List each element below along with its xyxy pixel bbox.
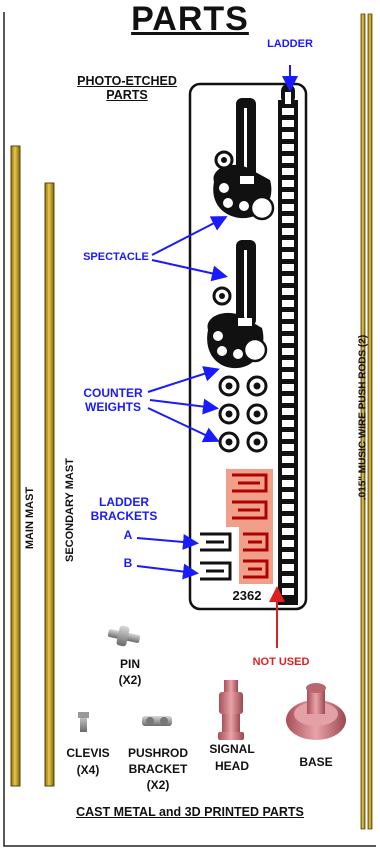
clevis-part <box>78 712 89 732</box>
ladder-brackets-label: LADDER BRACKETS <box>90 495 158 523</box>
spectacle-label: SPECTACLE <box>83 251 149 263</box>
ladder-rung <box>282 420 294 427</box>
counter-weights-label: COUNTER WEIGHTS <box>83 386 143 414</box>
secondary-mast-label: SECONDARY MAST <box>64 458 76 562</box>
ladder-rung <box>282 360 294 367</box>
ladder-rung <box>282 492 294 499</box>
ladder-rung <box>282 372 294 379</box>
signal-head-label-1: SIGNAL <box>209 742 255 756</box>
main-mast-rod <box>10 145 21 787</box>
push-rod-1 <box>360 13 366 830</box>
ladder-rung <box>282 192 294 199</box>
ladder-rung <box>282 480 294 487</box>
ladder-rung <box>282 108 294 115</box>
clevis-qty: (X4) <box>76 763 100 777</box>
page-frame <box>3 12 376 847</box>
ladder-rung <box>282 468 294 475</box>
ladder-rung <box>282 384 294 391</box>
ladder-rung <box>282 444 294 451</box>
ladder-rung <box>282 204 294 211</box>
unused-brackets <box>232 473 269 579</box>
ladder-rung <box>282 528 294 535</box>
clevis-label: CLEVIS <box>66 746 110 760</box>
ladder-rung <box>282 504 294 511</box>
ladder-rung <box>282 168 294 175</box>
ladder-rung <box>282 132 294 139</box>
signal-head-part <box>218 680 244 740</box>
ladder-rung <box>282 588 294 595</box>
bracket-b <box>200 561 232 581</box>
used-brackets <box>200 532 232 581</box>
ladder-rung <box>282 252 294 259</box>
pin-part <box>107 625 141 647</box>
ladder-rung <box>282 264 294 271</box>
ladder-rung <box>282 516 294 523</box>
ladder-rung <box>282 300 294 307</box>
ladder-rung <box>282 576 294 583</box>
ladder-rung <box>282 240 294 247</box>
bracket-a <box>200 532 232 552</box>
not-used-label: NOT USED <box>252 656 310 668</box>
ladder-rung <box>282 564 294 571</box>
ladder-rung <box>282 432 294 439</box>
ladder-rung <box>282 156 294 163</box>
secondary-mast-rod <box>44 182 55 787</box>
pin-label: PIN <box>119 657 140 671</box>
ladder-rung <box>282 552 294 559</box>
signal-head-label-2: HEAD <box>214 759 249 773</box>
ladder-rung <box>282 216 294 223</box>
base-label: BASE <box>299 755 333 769</box>
ladder-rung <box>282 348 294 355</box>
bracket-b-label: B <box>123 556 133 570</box>
ladder-rung <box>282 120 294 127</box>
base-part <box>286 683 346 740</box>
photo-etched-label: PHOTO-ETCHED PARTS <box>77 74 177 103</box>
bracket-a-label: A <box>123 528 133 542</box>
ladder-rung <box>282 540 294 547</box>
footer-label: CAST METAL and 3D PRINTED PARTS <box>76 805 304 819</box>
ladder-label: LADDER <box>267 38 313 50</box>
main-mast-label: MAIN MAST <box>24 486 36 550</box>
pushrod-bracket-label-2: BRACKET <box>128 762 188 776</box>
ladder-rung <box>282 228 294 235</box>
ladder-rung <box>282 276 294 283</box>
part-number: 2362 <box>232 588 262 603</box>
push-rods-label: .015" MUSIC WIRE PUSH RODS (2) <box>357 334 369 501</box>
ladder-rung <box>282 396 294 403</box>
spectacle-part-lower <box>207 240 268 369</box>
ladder-rung <box>282 408 294 415</box>
ladder-rung <box>282 324 294 331</box>
ladder-rung <box>282 456 294 463</box>
pushrod-bracket-part <box>142 716 172 726</box>
spectacle-part-upper <box>213 98 275 221</box>
pushrod-bracket-label-1: PUSHROD <box>127 746 188 760</box>
ladder-part <box>278 84 298 605</box>
push-rod-2 <box>367 13 373 830</box>
ladder-rung <box>282 312 294 319</box>
ladder-rung <box>282 144 294 151</box>
pin-qty: (X2) <box>118 673 142 687</box>
ladder-rung <box>282 288 294 295</box>
pushrod-bracket-qty: (X2) <box>146 778 170 792</box>
page-title: PARTS <box>131 0 249 38</box>
ladder-rung <box>282 336 294 343</box>
ladder-rung <box>282 180 294 187</box>
